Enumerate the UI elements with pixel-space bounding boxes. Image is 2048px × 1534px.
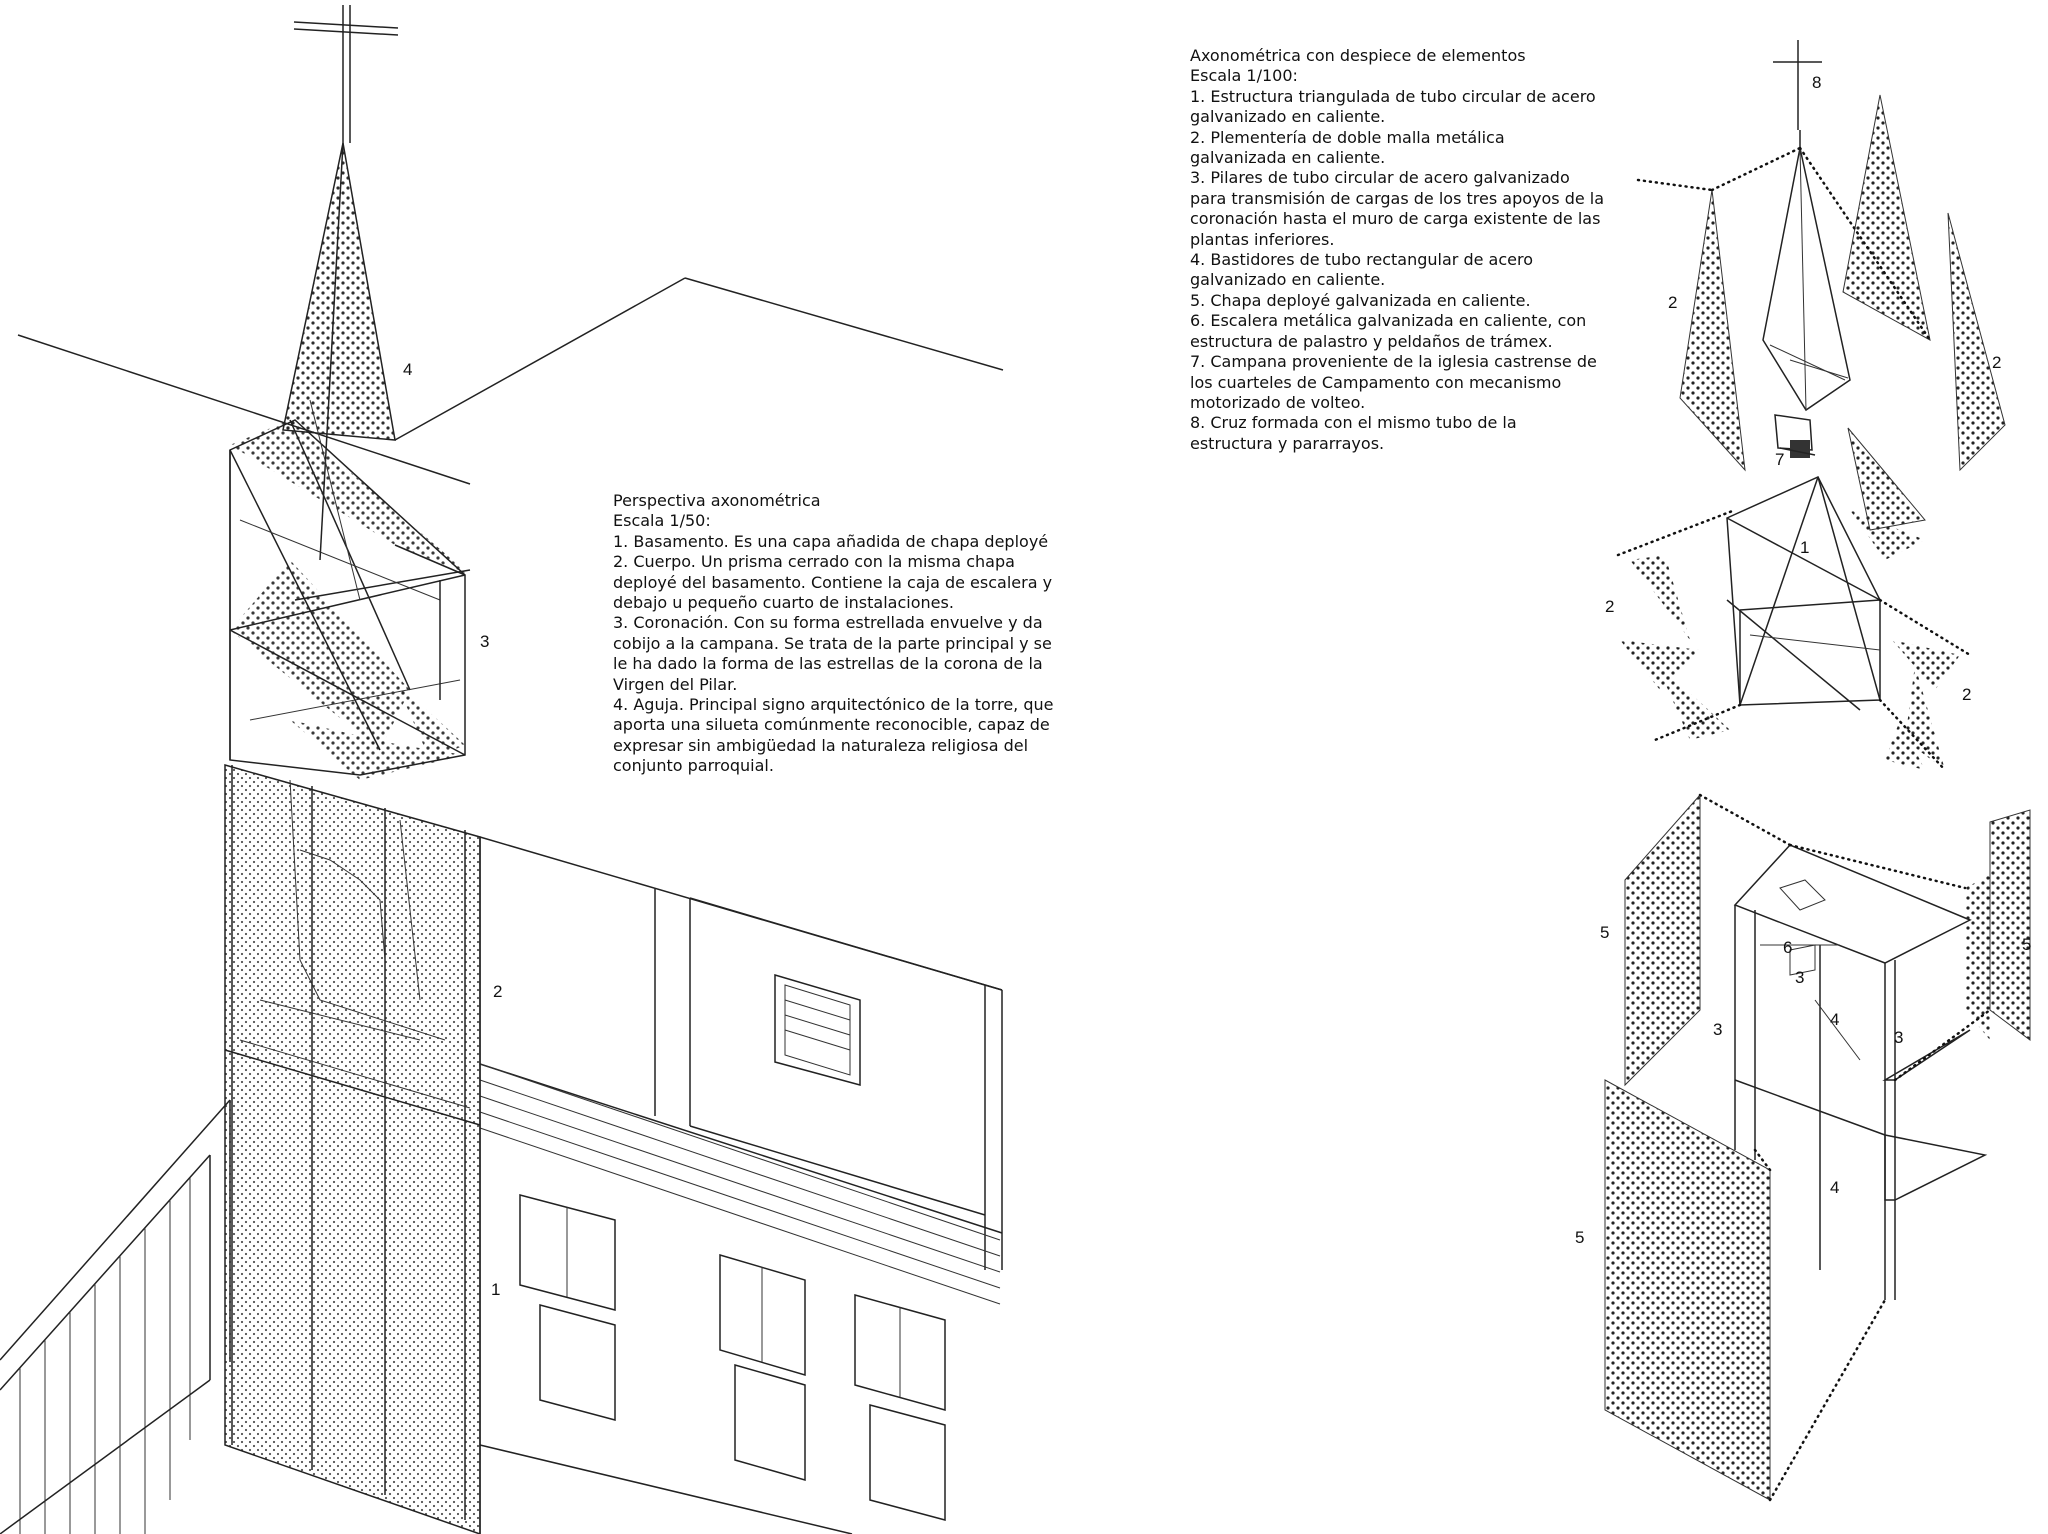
exploded-scale: Escala 1/100:	[1190, 66, 1298, 86]
label-1: 1	[1800, 538, 1809, 557]
exploded-title: Axonométrica con despiece de elementos	[1190, 46, 1526, 65]
exploded-bell	[1774, 414, 1816, 458]
label-coronacion: 3	[480, 632, 489, 651]
body-panel-right-a	[1965, 875, 1990, 1040]
exploded-line: plantas inferiores.	[1190, 229, 1335, 249]
label-4a: 4	[1830, 1010, 1839, 1029]
exploded-body-frame	[1733, 844, 1988, 1300]
label-3c: 3	[1894, 1028, 1903, 1047]
perspective-line: Virgen del Pilar.	[613, 674, 738, 694]
perspective-line: cobijo a la campana. Se trata de la part…	[613, 633, 1052, 653]
perspective-line: 2. Cuerpo. Un prisma cerrado con la mism…	[613, 552, 1015, 572]
exploded-line: motorizado de volteo.	[1190, 392, 1366, 412]
label-5c: 5	[1575, 1228, 1584, 1247]
exploded-drawing: 8 2 2 7 1 2 2 5 5 6 3 3 4 3 4 5	[1575, 40, 2031, 1502]
exploded-line: 6. Escalera metálica galvanizada en cali…	[1190, 311, 1587, 331]
body-panel-right-b	[1990, 810, 2030, 1040]
perspective-line: 3. Coronación. Con su forma estrellada e…	[613, 613, 1043, 633]
label-2c: 2	[1605, 597, 1614, 616]
tower-coronation	[229, 419, 471, 780]
base-panel	[1605, 1080, 1770, 1500]
perspective-line: 4. Aguja. Principal signo arquitectónico…	[613, 695, 1054, 715]
perspective-line: aporta una silueta comúnmente reconocibl…	[613, 715, 1050, 735]
perspective-line: conjunto parroquial.	[613, 756, 774, 776]
perspective-line: 1. Basamento. Es una capa añadida de cha…	[613, 531, 1049, 551]
exploded-line: estructura de palastro y peldaños de trá…	[1190, 331, 1553, 351]
perspective-scale: Escala 1/50:	[613, 511, 711, 531]
coronation-panel-f	[1892, 640, 1960, 690]
perspective-description: Perspectiva axonométrica Escala 1/50: 1.…	[613, 491, 1053, 777]
coronation-panel-b	[1850, 510, 1925, 560]
tower-spire	[282, 5, 399, 601]
exploded-line: 3. Pilares de tubo circular de acero gal…	[1190, 168, 1570, 188]
exploded-line: para transmisión de cargas de los tres a…	[1190, 188, 1605, 208]
perspective-line: debajo u pequeño cuarto de instalaciones…	[613, 593, 954, 613]
coronation-panel-g	[1905, 665, 1945, 770]
coronation-panel-e	[1655, 660, 1730, 740]
label-6: 6	[1783, 938, 1792, 957]
exploded-line: estructura y pararrayos.	[1190, 433, 1385, 453]
perspective-line: le ha dado la forma de las estrellas de …	[613, 654, 1043, 674]
label-7: 7	[1775, 450, 1784, 469]
label-5b: 5	[2022, 935, 2031, 954]
spire-panel-b	[1680, 190, 1745, 470]
coronation-panel-a	[1848, 428, 1925, 530]
roof-lines	[17, 277, 1004, 485]
label-cuerpo: 2	[493, 982, 502, 1001]
exploded-line: coronación hasta el muro de carga existe…	[1190, 209, 1601, 229]
exploded-line: los cuarteles de Campamento con mecanism…	[1190, 372, 1562, 392]
exploded-line: 7. Campana proveniente de la iglesia cas…	[1190, 352, 1597, 372]
label-3b: 3	[1713, 1020, 1722, 1039]
tower-body	[224, 764, 481, 1534]
exploded-description: Axonométrica con despiece de elementos E…	[1190, 46, 1604, 454]
label-3a: 3	[1795, 968, 1804, 987]
exploded-line: 2. Plementería de doble malla metálica	[1190, 127, 1505, 147]
label-basamento: 1	[491, 1280, 500, 1299]
spire-panel-c	[1948, 213, 2005, 470]
label-2a: 2	[1668, 293, 1677, 312]
exploded-line: 4. Bastidores de tubo rectangular de ace…	[1190, 250, 1533, 270]
exploded-line: 8. Cruz formada con el mismo tubo de la	[1190, 413, 1517, 433]
exploded-spire-frame	[1762, 147, 1851, 412]
label-aguja: 4	[403, 360, 412, 379]
label-2d: 2	[1962, 685, 1971, 704]
perspective-line: deployé del basamento. Contiene la caja …	[613, 572, 1053, 592]
exploded-coronation-frame	[1726, 476, 1881, 711]
perspective-title: Perspectiva axonométrica	[613, 491, 821, 510]
coronation-panel-c	[1630, 555, 1690, 640]
spire-panel-a	[1843, 95, 1930, 340]
label-2b: 2	[1992, 353, 2001, 372]
coronation-panel-h	[1885, 720, 1925, 770]
exploded-line: 5. Chapa deployé galvanizada en caliente…	[1190, 290, 1531, 310]
exploded-cross	[1773, 40, 1822, 148]
fence	[0, 1099, 231, 1534]
perspective-line: expresar sin ambigüedad la naturaleza re…	[613, 735, 1029, 755]
exploded-line: galvanizado en caliente.	[1190, 107, 1386, 127]
perspective-drawing: 4 3 2 1	[0, 5, 1004, 1534]
exploded-line: galvanizado en caliente.	[1190, 270, 1386, 290]
body-panel-left	[1625, 795, 1700, 1085]
exploded-line: 1. Estructura triangulada de tubo circul…	[1190, 86, 1596, 106]
label-5a: 5	[1600, 923, 1609, 942]
building-block	[479, 836, 1003, 1534]
label-4b: 4	[1830, 1178, 1839, 1197]
label-8: 8	[1812, 73, 1821, 92]
exploded-line: galvanizada en caliente.	[1190, 148, 1386, 168]
